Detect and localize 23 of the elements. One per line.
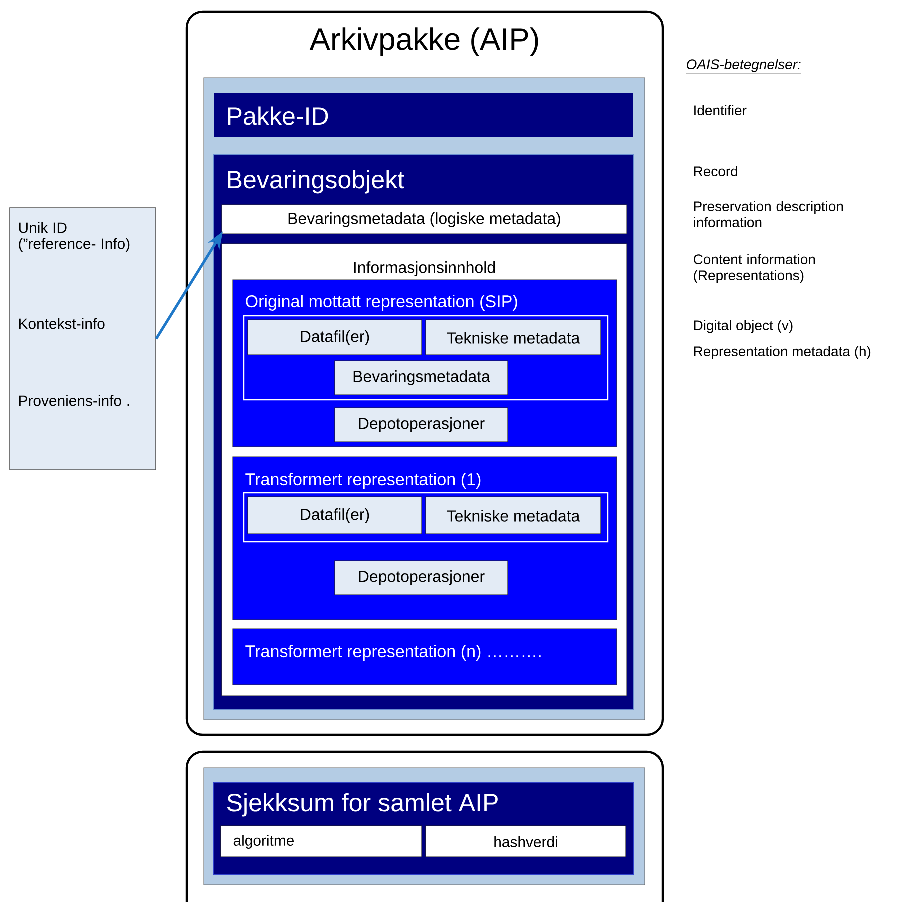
metadata-box: Bevaringsmetadata bbox=[334, 360, 508, 396]
group-outline bbox=[243, 315, 609, 401]
group-outline bbox=[243, 492, 609, 543]
hash-cell: hashverdi bbox=[426, 826, 626, 858]
info-box: Unik ID (”reference- Info) Kontekst-info Proveniens-info . bbox=[10, 208, 156, 470]
checksum-frame bbox=[186, 750, 664, 902]
operations-box: Depotoperasjoner bbox=[334, 560, 508, 596]
note-text: Digital object (v) bbox=[694, 320, 793, 334]
algorithm-cell: algoritme bbox=[220, 826, 422, 858]
title-bar: Pakke-ID bbox=[214, 92, 634, 138]
file-box: Datafil(er) bbox=[248, 496, 422, 534]
metadata-box: Tekniske metadata bbox=[426, 496, 602, 534]
note-text: Identifier bbox=[694, 105, 747, 116]
file-box: Datafil(er) bbox=[248, 320, 422, 356]
operations-box: Depotoperasjoner bbox=[334, 408, 508, 442]
representation-panel: Transformert representation (n) ………. bbox=[232, 628, 618, 686]
heading-text: OAIS-betegnelser: bbox=[686, 59, 802, 74]
metadata-box: Tekniske metadata bbox=[426, 320, 602, 356]
note-text: Representation metadata (h) bbox=[694, 346, 871, 360]
note-text: Record bbox=[694, 166, 738, 177]
metadata-box: Bevaringsmetadata (logiske metadata) bbox=[222, 204, 628, 234]
note-text: Preservation description information bbox=[694, 201, 844, 228]
note-text: Content information (Representations) bbox=[694, 254, 816, 284]
